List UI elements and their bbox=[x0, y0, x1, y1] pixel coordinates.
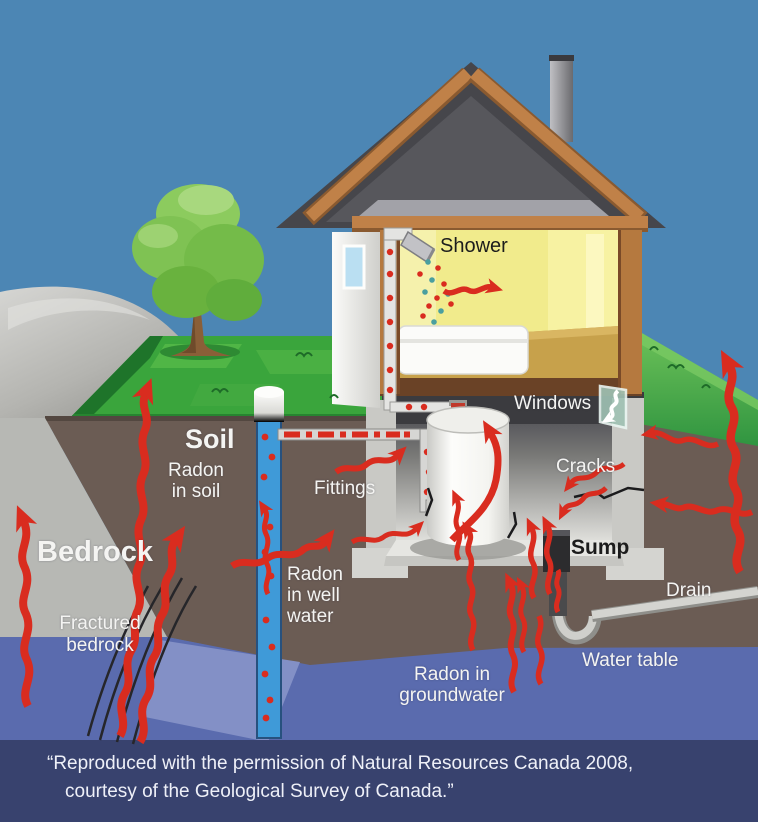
label-bedrock: Bedrock bbox=[37, 536, 154, 568]
radon-arrow-window bbox=[601, 389, 620, 423]
gable-beam bbox=[352, 216, 648, 230]
label-shower: Shower bbox=[440, 235, 508, 257]
tree bbox=[132, 184, 264, 360]
basement-window bbox=[598, 384, 628, 430]
radon-arrow-shower bbox=[442, 278, 503, 296]
floor-sill bbox=[380, 378, 642, 396]
radon-arrow-floor-1 bbox=[452, 489, 466, 562]
caption-band bbox=[0, 740, 758, 822]
radon-arrow-fittings bbox=[334, 446, 407, 475]
label-cracks: Cracks bbox=[556, 456, 616, 477]
radon-arrow-bedrock bbox=[16, 505, 38, 708]
radon-arrow-soil-right-upper bbox=[640, 424, 720, 449]
label-drain: Drain bbox=[666, 580, 712, 601]
radon-arrow-wall-floor-joint bbox=[350, 520, 425, 545]
corner-post-right bbox=[618, 230, 642, 394]
label-sump: Sump bbox=[571, 536, 630, 559]
roof-trim-right bbox=[470, 68, 644, 222]
label-radon-in-well-water: Radon in well water bbox=[287, 564, 343, 627]
shower-plumbing bbox=[383, 227, 467, 415]
radon-arrow-floor-2 bbox=[462, 521, 479, 652]
label-fittings: Fittings bbox=[314, 478, 376, 499]
caption-line-2: courtesy of the Geological Survey of Can… bbox=[65, 781, 454, 802]
radon-arrows bbox=[16, 278, 754, 745]
radon-arrow-groundwater-1 bbox=[505, 572, 521, 694]
radon-arrow-toward-crack bbox=[649, 496, 754, 517]
radon-arrow-well bbox=[259, 500, 274, 596]
radon-arrow-right-surface bbox=[720, 349, 745, 575]
radon-arrow-below-sump bbox=[535, 614, 545, 686]
radon-arrow-crack-1 bbox=[564, 461, 626, 492]
radon-arrow-soil bbox=[136, 525, 186, 745]
bathtub bbox=[397, 325, 529, 375]
caption-line-1: “Reproduced with the permission of Natur… bbox=[47, 753, 634, 774]
label-radon-in-soil: Radon in soil bbox=[168, 460, 224, 502]
radon-arrow-sump-pipe bbox=[553, 568, 562, 614]
roof-trim-left bbox=[305, 68, 473, 222]
label-water-table: Water table bbox=[582, 650, 679, 671]
radon-arrow-sump-2 bbox=[542, 515, 558, 596]
radon-arrow-well-water bbox=[230, 529, 335, 570]
label-radon-in-groundwater: Radon in groundwater bbox=[399, 664, 505, 706]
shower-spray bbox=[417, 259, 454, 325]
upper-window bbox=[342, 244, 366, 290]
radon-arrow-crack-2 bbox=[558, 486, 608, 521]
label-windows: Windows bbox=[514, 393, 592, 414]
radon-arrow-soil-surface bbox=[116, 378, 154, 738]
label-soil: Soil bbox=[185, 424, 235, 454]
radon-dots-shower-pipe bbox=[386, 248, 428, 411]
soil-surface-line bbox=[45, 416, 640, 421]
house bbox=[276, 55, 666, 408]
caption: “Reproduced with the permission of Natur… bbox=[47, 750, 633, 806]
radon-arrow-groundwater-2 bbox=[516, 576, 531, 654]
grass-tufts bbox=[211, 346, 711, 399]
radon-arrow-sump-1 bbox=[526, 517, 542, 600]
label-fractured-bedrock: Fractured bedrock bbox=[59, 613, 141, 656]
water-heater-tank bbox=[410, 406, 526, 560]
well-pipe bbox=[254, 386, 284, 739]
chimney bbox=[550, 58, 573, 142]
bedrock-underground bbox=[0, 418, 167, 637]
attic-interior bbox=[326, 96, 616, 222]
